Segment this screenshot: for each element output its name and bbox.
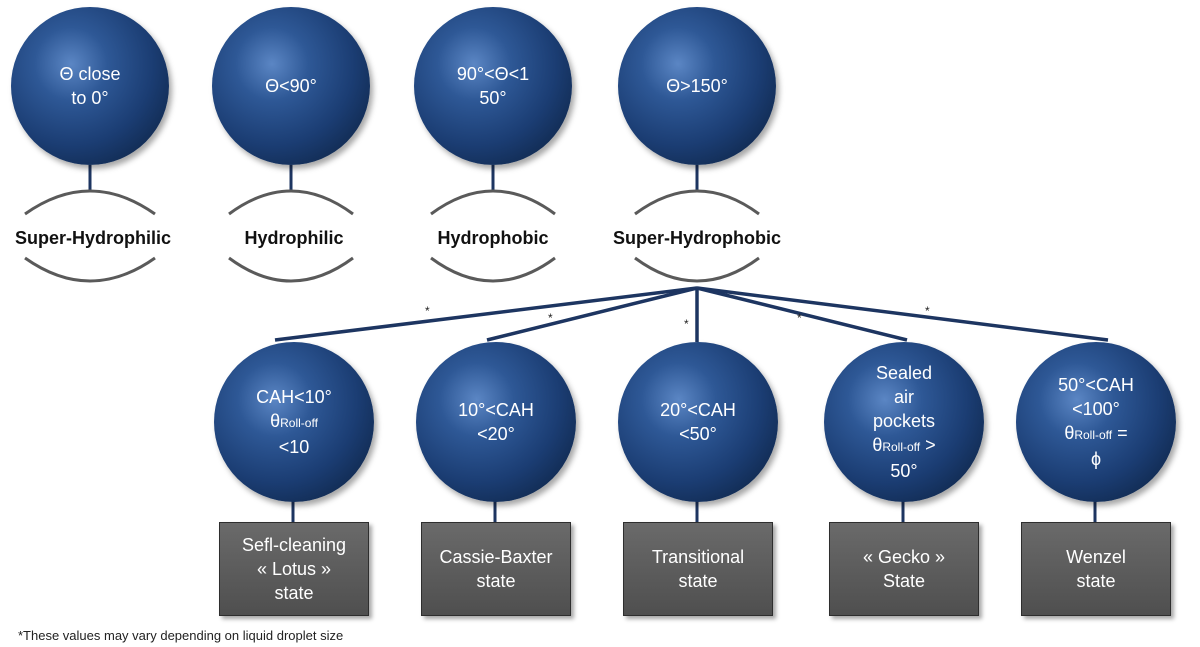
sphere-text: 90°<Θ<1: [456, 64, 530, 84]
sphere-text: <10: [278, 437, 310, 457]
sphere-text: 50°: [479, 88, 507, 108]
sphere-text: air: [893, 387, 914, 407]
box-text: Wenzel: [1066, 547, 1126, 567]
box-gecko-state: « Gecko » State: [829, 522, 979, 616]
box-text: state: [678, 571, 718, 591]
theta-symbol: θ: [270, 411, 281, 431]
sphere-text: to 0°: [71, 88, 109, 108]
box-text: state: [1076, 571, 1116, 591]
sphere-text: ϕ: [1090, 449, 1102, 469]
asterisk: *: [684, 317, 689, 331]
theta-symbol: θ: [1064, 423, 1075, 443]
subscript: Roll-off: [280, 416, 318, 430]
sphere-text: Θ<90°: [265, 76, 317, 96]
sphere-text: Θ close: [59, 64, 121, 84]
sphere-hydrophobic: 90°<Θ<1 50°: [414, 7, 572, 165]
sphere-text: <100°: [1072, 399, 1120, 419]
sphere-wenzel: 50°<CAH <100° θRoll-off = ϕ: [1016, 342, 1176, 502]
sphere-text: 50°: [890, 461, 918, 481]
box-cassie-baxter-state: Cassie-Baxter state: [421, 522, 571, 616]
sphere-text: pockets: [872, 411, 936, 431]
box-text: « Gecko »: [862, 547, 946, 567]
sphere-super-hydrophobic: Θ>150°: [618, 7, 776, 165]
sphere-gecko: Sealed air pockets θRoll-off > 50°: [824, 342, 984, 502]
box-text: Transitional: [651, 547, 745, 567]
sphere-text: >: [920, 435, 936, 455]
sphere-lotus: CAH<10° θRoll-off <10: [214, 342, 374, 502]
sphere-text: 10°<CAH: [458, 400, 534, 420]
box-text: state: [274, 583, 314, 603]
sphere-text: θRoll-off >: [872, 433, 935, 459]
box-lotus-state: Sefl-cleaning « Lotus » state: [219, 522, 369, 616]
sphere-super-hydrophilic: Θ close to 0°: [11, 7, 169, 165]
sphere-transitional: 20°<CAH <50°: [618, 342, 778, 502]
theta-symbol: θ: [872, 435, 883, 455]
asterisk: *: [548, 311, 553, 325]
sphere-text: =: [1112, 423, 1128, 443]
sphere-cassie-baxter: 10°<CAH <20°: [416, 342, 576, 502]
sphere-text: 20°<CAH: [660, 400, 736, 420]
sphere-text: CAH<10°: [256, 387, 332, 407]
sphere-text: 50°<CAH: [1058, 375, 1134, 395]
sphere-text: Sealed: [875, 363, 933, 383]
label-super-hydrophilic: Super-Hydrophilic: [14, 228, 171, 248]
box-text: « Lotus »: [256, 559, 332, 579]
asterisk: *: [425, 304, 430, 318]
label-hydrophobic: Hydrophobic: [437, 228, 549, 248]
box-text: Sefl-cleaning: [241, 535, 347, 555]
footnote: *These values may vary depending on liqu…: [18, 628, 344, 643]
sphere-text: θRoll-off: [270, 409, 318, 435]
box-transitional-state: Transitional state: [623, 522, 773, 616]
asterisk: *: [925, 304, 930, 318]
label-super-hydrophobic: Super-Hydrophobic: [612, 228, 781, 248]
box-text: Cassie-Baxter: [439, 547, 553, 567]
box-text: State: [882, 571, 926, 591]
label-hydrophilic: Hydrophilic: [244, 228, 344, 248]
box-text: state: [476, 571, 516, 591]
sphere-hydrophilic: Θ<90°: [212, 7, 370, 165]
sphere-text: <50°: [679, 424, 717, 444]
subscript: Roll-off: [1074, 428, 1113, 442]
subscript: Roll-off: [882, 440, 921, 454]
sphere-text: <20°: [477, 424, 515, 444]
box-wenzel-state: Wenzel state: [1021, 522, 1171, 616]
asterisk: *: [797, 311, 802, 325]
sphere-text: θRoll-off =: [1064, 421, 1127, 447]
sphere-text: Θ>150°: [666, 76, 728, 96]
